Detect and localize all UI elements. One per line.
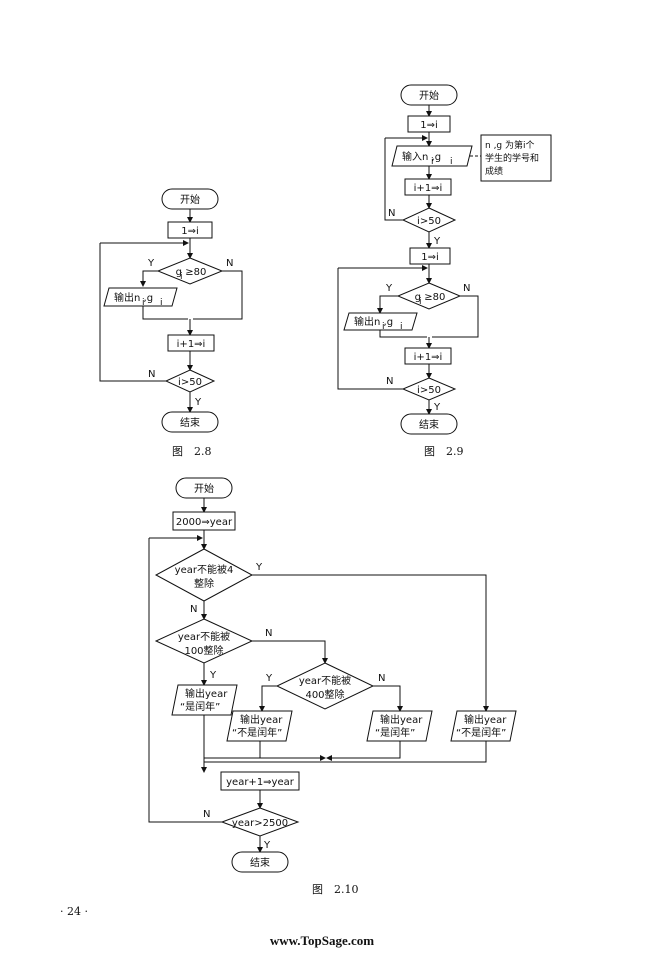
input-sub2: i: [450, 157, 453, 167]
annotation-line-3: 成绩: [485, 165, 503, 177]
output-sub1: i: [142, 298, 145, 308]
grade-cond-sub: i: [419, 297, 422, 307]
start-label: 开始: [194, 482, 214, 495]
div400-yes-label: Y: [265, 673, 273, 684]
footer-url: www.TopSage.com: [270, 933, 374, 948]
annotation-line-2: 学生的学号和: [485, 152, 539, 164]
div4-line-1: year不能被4: [175, 563, 234, 576]
init-label: 1⇒i: [181, 226, 199, 237]
init-box-2: [409, 247, 451, 265]
end-label: 结束: [180, 416, 200, 429]
div400-line-1: year不能被: [299, 674, 351, 687]
input-loop-yes-label: Y: [433, 236, 441, 247]
annotation-line-1: n ,g 为第i个: [485, 139, 535, 151]
output-sub2: i: [400, 322, 403, 332]
input-parallelogram: [391, 145, 473, 167]
increment-label-2: i+1⇒i: [414, 352, 443, 363]
input-loop-cond-label: i>50: [417, 216, 441, 227]
increment-label-1: i+1⇒i: [414, 183, 443, 194]
div100-no-label: N: [265, 628, 272, 639]
input-loop-no-label: N: [388, 208, 395, 219]
init-label-1: 1⇒i: [420, 120, 438, 131]
loop-yes-label: Y: [263, 840, 271, 851]
end-terminal: [400, 413, 458, 435]
div400-decision: [275, 662, 375, 710]
div400-no-label: N: [378, 673, 385, 684]
div100-line-1: year不能被: [178, 630, 230, 643]
figure-2-9: 开始 1⇒i 输入n ,g i i n ,g 为第i个 学生的学号和 成绩 i+…: [337, 84, 552, 458]
output-leap-2-line-1: 输出year: [380, 713, 423, 726]
loop-yes-label: Y: [194, 397, 202, 408]
increment-label: i+1⇒i: [177, 339, 206, 350]
grade-yes-label: Y: [147, 258, 155, 269]
figure-2-8: 开始 1⇒i g ≥80 i Y N 输出n ,g i i i+1⇒i i>50…: [99, 188, 243, 458]
grade-cond-sub: i: [180, 272, 183, 282]
output-loop-yes-label: Y: [433, 402, 441, 413]
figure-2-10: 开始 2000⇒year year不能被4 整除 Y N year不能被 100…: [148, 477, 517, 896]
output-leap-2: [366, 710, 433, 742]
div4-yes-label: Y: [255, 562, 263, 573]
grade-decision: [156, 257, 224, 285]
annotation-box: [480, 134, 552, 182]
output-parallelogram: [103, 287, 178, 307]
input-sub1: i: [431, 157, 434, 167]
output-leap-1-line-2: “是闰年”: [180, 700, 220, 713]
page-number: · 24 ·: [60, 905, 88, 918]
output-label: 输出n ,g: [114, 291, 153, 304]
grade-cond-label: g ≥80: [176, 267, 207, 278]
output-not-leap-2-line-1: 输出year: [464, 713, 507, 726]
output-sub1: i: [382, 322, 385, 332]
output-loop-cond-label: i>50: [417, 385, 441, 396]
start-label: 开始: [180, 193, 200, 206]
figure-caption: 图 2.10: [312, 883, 359, 896]
div100-line-2: 100整除: [184, 644, 223, 657]
end-label: 结束: [419, 418, 439, 431]
init-label: 2000⇒year: [176, 517, 233, 528]
figure-caption: 图 2.9: [424, 445, 464, 458]
div100-yes-label: Y: [209, 670, 217, 681]
init-label-2: 1⇒i: [421, 252, 439, 263]
grade-cond-label: g ≥80: [415, 292, 446, 303]
increment-box: [167, 334, 215, 352]
increment-label: year+1⇒year: [226, 777, 295, 788]
output-not-leap-2-line-2: “不是闰年”: [456, 726, 506, 739]
loop-cond-label: i>50: [178, 377, 202, 388]
increment-box-1: [404, 178, 452, 196]
loop-no-label: N: [148, 369, 155, 380]
grade-no-label: N: [226, 258, 233, 269]
grade-yes-label: Y: [385, 283, 393, 294]
div400-line-2: 400整除: [305, 688, 344, 701]
end-terminal: [231, 851, 289, 873]
increment-box-2: [404, 347, 452, 365]
output-not-leap-1-line-1: 输出year: [240, 713, 283, 726]
output-not-leap-1-line-2: “不是闰年”: [232, 726, 282, 739]
output-parallelogram: [343, 312, 418, 331]
grade-decision: [396, 282, 462, 310]
figure-caption: 图 2.8: [172, 445, 212, 458]
end-terminal: [161, 411, 219, 433]
div4-line-2: 整除: [194, 577, 214, 590]
output-sub2: i: [160, 298, 163, 308]
end-label: 结束: [250, 856, 270, 869]
output-label: 输出n ,g: [354, 315, 393, 328]
div4-no-label: N: [190, 604, 197, 615]
grade-no-label: N: [463, 283, 470, 294]
output-not-leap-1: [226, 710, 293, 742]
output-loop-no-label: N: [386, 376, 393, 387]
input-label: 输入n ,g: [402, 150, 441, 163]
loop-cond-label: year>2500: [232, 818, 288, 829]
output-leap-2-line-2: “是闰年”: [375, 726, 415, 739]
start-label: 开始: [419, 89, 439, 102]
output-not-leap-2: [450, 710, 517, 742]
output-leap-1: [171, 684, 238, 716]
output-leap-1-line-1: 输出year: [185, 687, 228, 700]
loop-no-label: N: [203, 809, 210, 820]
